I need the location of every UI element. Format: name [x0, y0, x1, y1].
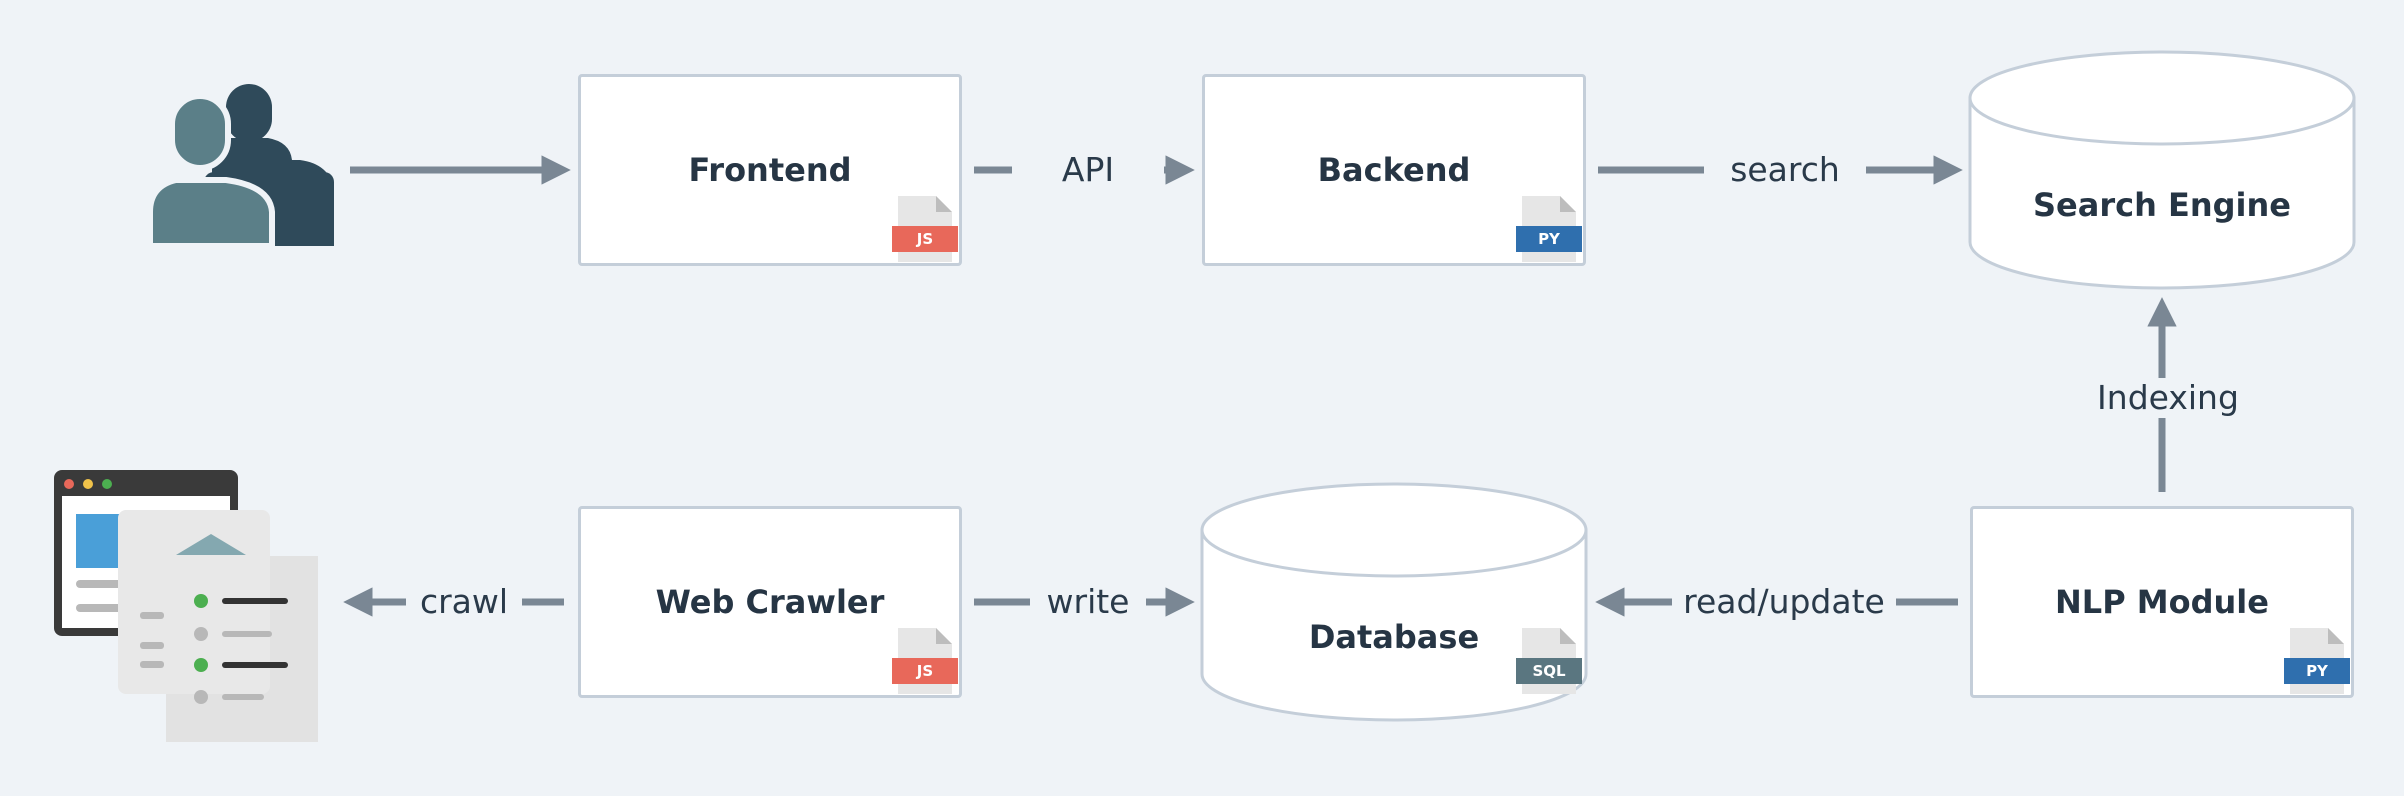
web-crawler-js-file-icon: JS — [892, 628, 958, 694]
search-edge-label: search — [1704, 150, 1866, 190]
database-badge-text: SQL — [1532, 662, 1566, 680]
nlp-module-badge-text: PY — [2306, 662, 2329, 680]
database-sql-file-icon: SQL — [1516, 628, 1582, 694]
frontend-js-file-icon: JS — [892, 196, 958, 262]
backend-py-file-icon: PY — [1516, 196, 1582, 262]
backend-badge-text: PY — [1538, 230, 1561, 248]
frontend-label: Frontend — [688, 151, 852, 189]
database-cylinder — [1200, 482, 1588, 722]
web-pages-icon — [54, 470, 318, 742]
crawl-edge-label: crawl — [406, 582, 522, 622]
frontend-badge-text: JS — [916, 230, 933, 248]
write-edge-label: write — [1030, 582, 1146, 622]
users-icon — [147, 84, 334, 249]
web-crawler-badge-text: JS — [916, 662, 933, 680]
search-engine-cylinder — [1968, 50, 2356, 290]
nlp-module-label: NLP Module — [2055, 583, 2269, 621]
indexing-edge-label: Indexing — [2074, 378, 2262, 418]
database-label: Database — [1308, 618, 1480, 656]
nlp-module-node: NLP Module — [1970, 506, 2354, 698]
nlp-module-py-file-icon: PY — [2284, 628, 2350, 694]
web-crawler-label: Web Crawler — [655, 583, 885, 621]
search-engine-label: Search Engine — [2032, 186, 2291, 224]
api-edge-label: API — [1012, 150, 1164, 190]
read-update-edge-label: read/update — [1672, 582, 1896, 622]
backend-label: Backend — [1317, 151, 1471, 189]
